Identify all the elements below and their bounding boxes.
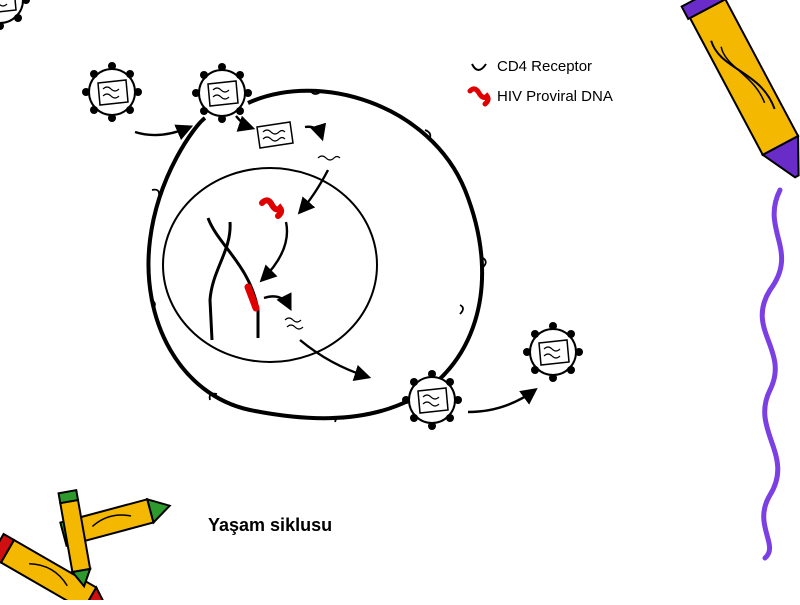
uncoated-capsid	[256, 121, 294, 149]
legend-dna-label: HIV Proviral DNA	[497, 88, 613, 105]
receptor-icon	[471, 63, 487, 71]
attached-virus	[191, 62, 253, 124]
scribble-line	[759, 187, 784, 561]
crayon-icon	[57, 488, 92, 589]
budding-virus	[401, 369, 463, 431]
free-proviral-dna	[259, 197, 285, 219]
membrane-receptors	[149, 89, 487, 423]
viral-rna	[317, 155, 341, 161]
cell-membrane	[146, 88, 485, 421]
new-viral-rna	[284, 317, 304, 330]
process-arrows	[134, 115, 538, 414]
legend-receptor-label: CD4 Receptor	[497, 58, 593, 75]
free-virus	[81, 61, 143, 123]
dna-icon	[467, 86, 491, 107]
crayon-icon	[0, 532, 109, 605]
integrated-proviral-dna	[244, 283, 260, 312]
crayon-icon	[680, 0, 800, 179]
diagram-caption: Yaşam siklusu	[208, 515, 333, 535]
virus-icon	[0, 0, 30, 30]
released-virus	[522, 321, 584, 383]
cell-nucleus	[162, 167, 378, 363]
chromosomes	[206, 217, 260, 341]
